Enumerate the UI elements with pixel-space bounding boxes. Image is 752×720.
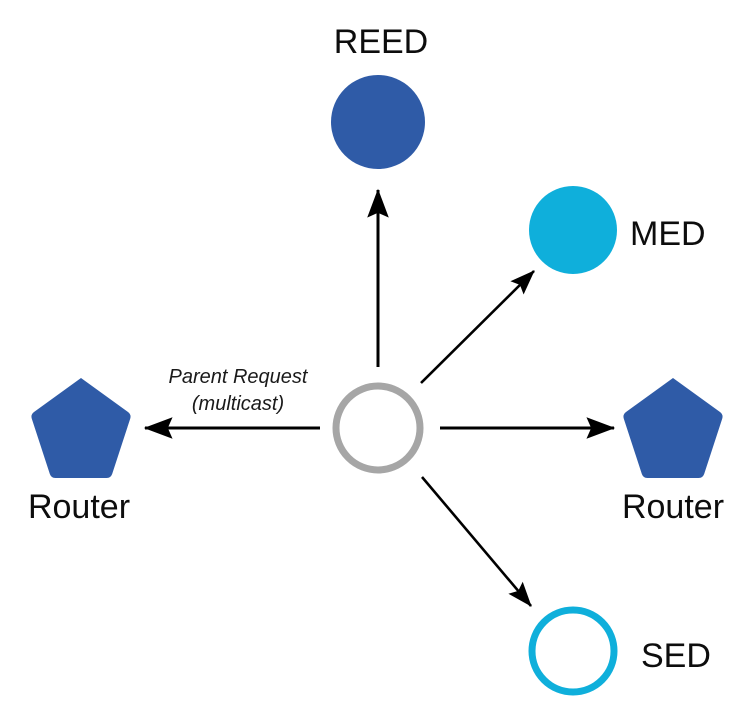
med-circle-icon[interactable]: [529, 186, 617, 274]
node-router-left[interactable]: Router: [28, 378, 131, 526]
edge-label-line-2: (multicast): [192, 393, 284, 415]
joining-device-circle-icon[interactable]: [332, 382, 424, 474]
sed-circle-icon[interactable]: [528, 606, 618, 696]
reed-label: REED: [334, 23, 428, 61]
node-sed[interactable]: SED: [528, 606, 711, 696]
edge-label-line-1: Parent Request: [169, 366, 309, 388]
sed-label: SED: [641, 637, 711, 675]
node-joining-device[interactable]: [332, 382, 424, 474]
router-right-label: Router: [622, 488, 724, 526]
node-med[interactable]: MED: [529, 186, 706, 274]
edge-label-parent-request: Parent Request (multicast): [169, 366, 309, 415]
med-label: MED: [630, 215, 706, 253]
link-group: [143, 188, 616, 607]
router-left-label: Router: [28, 488, 130, 526]
link-to-sed: [421, 476, 532, 607]
node-reed[interactable]: REED: [331, 23, 428, 169]
router-right-pentagon-icon[interactable]: [623, 378, 723, 478]
reed-circle-icon[interactable]: [331, 75, 425, 169]
router-left-pentagon-icon[interactable]: [31, 378, 131, 478]
node-router-right[interactable]: Router: [622, 378, 724, 526]
link-to-med: [420, 270, 535, 384]
